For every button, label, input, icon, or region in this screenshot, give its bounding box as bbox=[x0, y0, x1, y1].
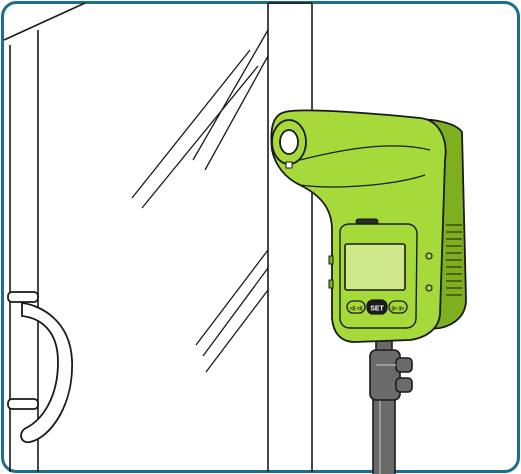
indicator-led bbox=[285, 161, 293, 169]
glass-reflections bbox=[131, 29, 269, 373]
mounting-pole bbox=[372, 394, 396, 474]
side-vent bbox=[446, 224, 462, 296]
thermometer-device bbox=[270, 109, 467, 343]
pole-clamp bbox=[369, 336, 413, 401]
side-dot-bottom bbox=[425, 284, 433, 292]
door-handle bbox=[7, 291, 73, 444]
next-button-label: ⧐⧐ bbox=[391, 305, 405, 313]
next-button[interactable]: ⧐⧐ bbox=[388, 300, 408, 314]
device-buttons: ⧏⧏ SET ⧐⧐ bbox=[346, 299, 408, 315]
set-button[interactable]: SET bbox=[366, 299, 388, 315]
set-button-label: SET bbox=[370, 306, 384, 313]
speaker-slot bbox=[355, 218, 379, 225]
prev-button-label: ⧏⧏ bbox=[349, 305, 363, 313]
side-dot-top bbox=[425, 252, 433, 260]
prev-button[interactable]: ⧏⧏ bbox=[346, 300, 366, 314]
glass-door bbox=[3, 2, 313, 472]
display-screen bbox=[344, 243, 406, 291]
